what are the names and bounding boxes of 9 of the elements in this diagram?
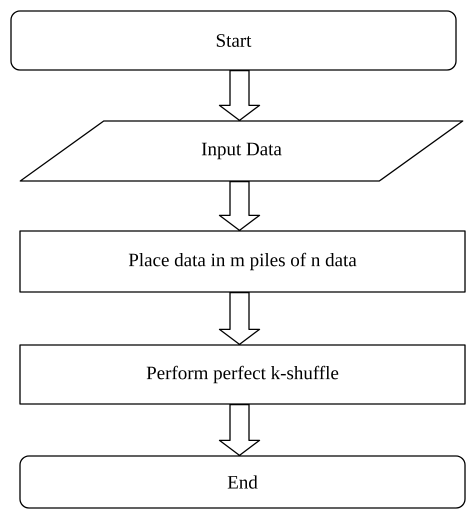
block-arrow [218,292,260,345]
terminal-box: End [19,455,466,509]
process-box: Perform perfect k-shuffle [19,344,466,405]
terminal-box: Start [10,10,457,71]
block-arrow [218,181,260,231]
block-arrow [218,404,260,456]
process-box: Place data in m piles of n data [19,230,466,293]
block-arrow [218,70,260,121]
input-parallelogram: Input Data [20,120,464,182]
